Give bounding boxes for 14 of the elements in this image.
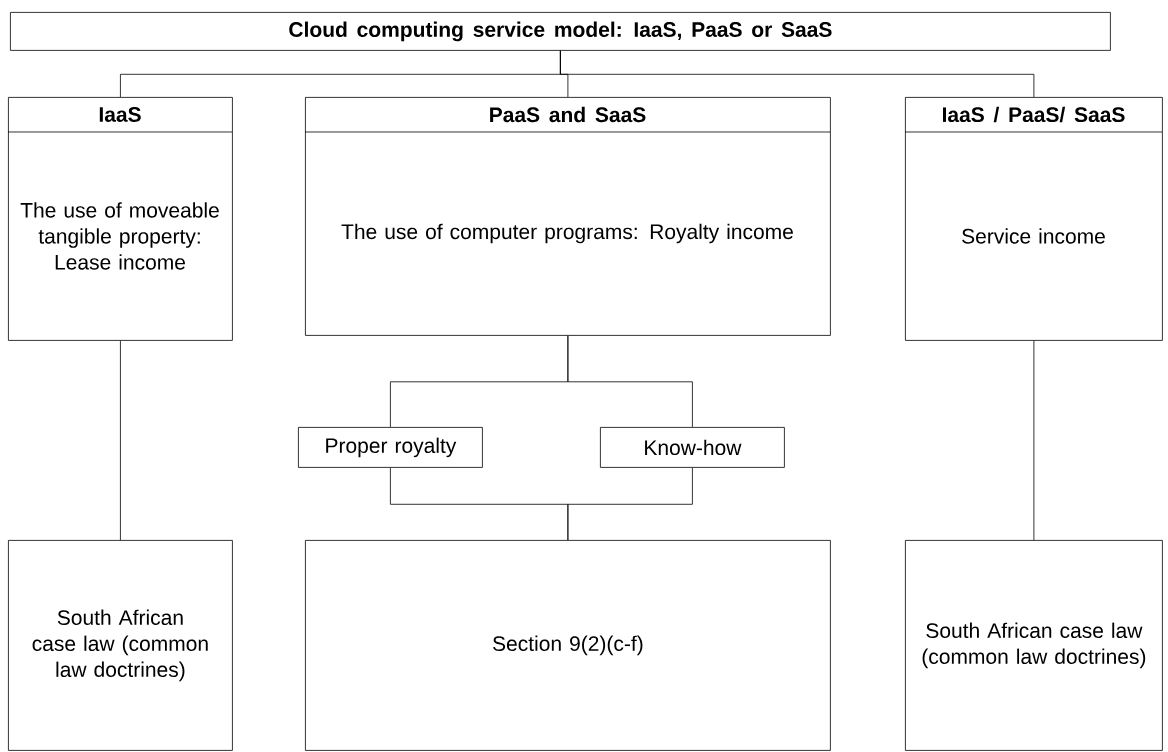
connector-line (1033, 340, 1035, 541)
outcome-box: Section 9(2)(c-f) (305, 540, 831, 751)
connector-line (567, 335, 693, 428)
connector-line (120, 340, 121, 541)
label-box: Proper royalty (298, 427, 483, 468)
title-box: Cloud computing service model: IaaS, PaaS or SaaS (10, 12, 1111, 51)
category-box: PaaS and SaaS The use of computer programs: Royalty income (304, 97, 831, 336)
category-box: IaaS / PaaS/ SaaS Service income (904, 97, 1163, 341)
outcome-box: South African case law (common law doctrines) (905, 540, 1163, 751)
connector-line (567, 467, 693, 541)
connector-line (560, 50, 1035, 98)
outcome-box: South African case law (common law doctrines) (8, 540, 233, 751)
category-box: IaaS The use of moveable tangible property: Lease income (7, 97, 233, 341)
label-box: Know-how (600, 427, 785, 468)
